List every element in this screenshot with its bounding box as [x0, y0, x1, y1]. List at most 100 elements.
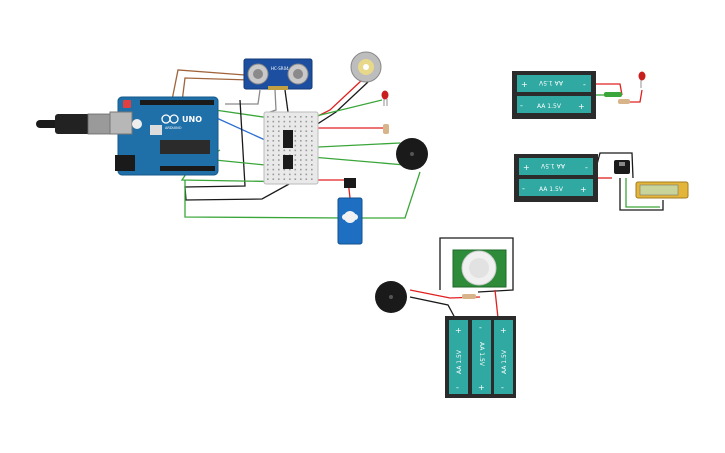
breadboard-hole: [289, 120, 291, 123]
ultrasonic-sensor[interactable]: HC-SR04: [243, 58, 313, 90]
wire-red-pir-batt[interactable]: [494, 289, 499, 319]
battery-1-cell-1-minus: -: [583, 80, 586, 89]
breadboard-hole: [267, 168, 269, 171]
breadboard-hole: [278, 173, 280, 176]
breadboard-hole: [294, 130, 297, 132]
breadboard-hole: [300, 178, 302, 180]
breadboard-hole: [283, 120, 286, 123]
ic-chip-2: [283, 155, 293, 169]
breadboard-hole: [294, 159, 297, 161]
wire-green-c2[interactable]: [625, 178, 660, 208]
breadboard-hole: [267, 116, 269, 118]
arduino-brand-label: UNO: [182, 115, 202, 124]
breadboard-hole: [278, 144, 280, 147]
breadboard-hole: [289, 178, 291, 180]
breadboard-hole: [305, 168, 308, 171]
battery-1-cell-2-label: AA 1.5V: [537, 103, 562, 110]
piezo-buzzer-icon[interactable]: [375, 281, 407, 313]
breadboard-hole: [283, 168, 286, 171]
breadboard-hole: [305, 144, 308, 147]
battery-3-cell-3-plus: +: [500, 326, 507, 335]
led-icon[interactable]: [638, 71, 646, 89]
breadboard-hole: [278, 135, 280, 137]
battery-3-cell-1-label: AA 1.5V: [456, 349, 463, 374]
breadboard-hole: [311, 125, 313, 128]
led-icon[interactable]: [381, 90, 389, 107]
wire-black-us[interactable]: [284, 89, 289, 113]
usb-cable-icon[interactable]: [36, 113, 113, 135]
lcd-display[interactable]: [635, 181, 689, 199]
breadboard-hole: [294, 135, 297, 137]
breadboard-hole: [278, 116, 280, 118]
breadboard-hole: [272, 144, 275, 147]
breadboard-hole: [294, 144, 297, 147]
ic-chip: [283, 130, 293, 148]
breadboard-hole: [278, 125, 280, 128]
battery-3-cell-3-label: AA 1.5V: [501, 349, 508, 374]
breadboard-hole: [294, 178, 297, 180]
breadboard-hole: [294, 116, 297, 118]
battery-3-cell-2-label: AA 1.5V: [478, 342, 485, 367]
battery-2-cell-2-plus: +: [580, 185, 587, 194]
breadboard-hole: [267, 130, 269, 132]
breadboard-hole: [267, 159, 269, 161]
breadboard-hole: [278, 168, 280, 171]
battery-3-cell-1-minus: -: [456, 383, 459, 392]
breadboard-hole: [272, 178, 275, 180]
breadboard-hole: [267, 144, 269, 147]
wire-brown-2[interactable]: [181, 77, 251, 103]
breadboard-hole: [267, 178, 269, 180]
wire-gray-2[interactable]: [269, 89, 277, 113]
resistor[interactable]: [383, 124, 389, 134]
battery-2-cell-1-label: AA 1.5V: [540, 162, 565, 169]
resistor[interactable]: [462, 294, 476, 299]
wire-red-c1b[interactable]: [628, 89, 643, 103]
piezo-buzzer-icon[interactable]: [396, 138, 428, 170]
dc-motor-icon[interactable]: [350, 51, 382, 83]
breadboard-hole: [283, 125, 286, 128]
battery-pack-1[interactable]: AA 1.5V AA 1.5V + - - +: [512, 71, 596, 119]
battery-3-cell-2-plus: +: [478, 383, 485, 392]
breadboard-hole: [278, 149, 280, 152]
battery-2-cell-1-minus: -: [585, 163, 588, 172]
battery-2-cell-2-label: AA 1.5V: [539, 186, 564, 193]
wire-gray-1[interactable]: [225, 89, 261, 105]
breadboard-hole: [272, 149, 275, 152]
servo-motor-icon[interactable]: [337, 178, 363, 245]
slide-switch-icon[interactable]: [614, 160, 630, 174]
breadboard-hole: [272, 173, 275, 176]
breadboard-hole: [272, 135, 275, 137]
breadboard-hole: [305, 164, 308, 166]
reset-button[interactable]: [123, 100, 131, 108]
breadboard-hole: [283, 116, 286, 118]
battery-2-cell-2-minus: -: [522, 184, 525, 193]
breadboard-hole: [267, 149, 269, 152]
wire-black-pir-buzzer[interactable]: [409, 296, 456, 319]
breadboard-hole: [278, 140, 280, 142]
breadboard-hole: [289, 149, 291, 152]
breadboard-hole: [272, 154, 275, 156]
breadboard-hole: [305, 140, 308, 142]
breadboard-hole: [311, 144, 313, 147]
breadboard-hole: [267, 125, 269, 128]
arduino-uno-board[interactable]: UNO ARDUINO: [109, 96, 219, 176]
wire-red-c1[interactable]: [595, 83, 623, 96]
resistor[interactable]: [618, 99, 630, 104]
battery-pack-2[interactable]: AA 1.5V AA 1.5V + - - +: [514, 154, 598, 202]
breadboard-hole: [300, 125, 302, 128]
breadboard-hole: [311, 130, 313, 132]
breadboard-hole: [300, 164, 302, 166]
wire-black-pir-frame[interactable]: [439, 237, 514, 293]
breadboard-hole: [267, 164, 269, 166]
battery-pack-3[interactable]: AA 1.5V AA 1.5V AA 1.5V + - - + + -: [445, 316, 516, 398]
breadboard-hole: [278, 130, 280, 132]
resistor-green[interactable]: [604, 92, 622, 97]
breadboard-hole: [294, 120, 297, 123]
breadboard-hole: [311, 178, 313, 180]
pir-sensor-icon[interactable]: [452, 249, 507, 288]
wire-black-c2b[interactable]: [619, 178, 664, 211]
breadboard[interactable]: [263, 111, 319, 185]
breadboard-hole: [272, 168, 275, 171]
breadboard-hole: [294, 154, 297, 156]
